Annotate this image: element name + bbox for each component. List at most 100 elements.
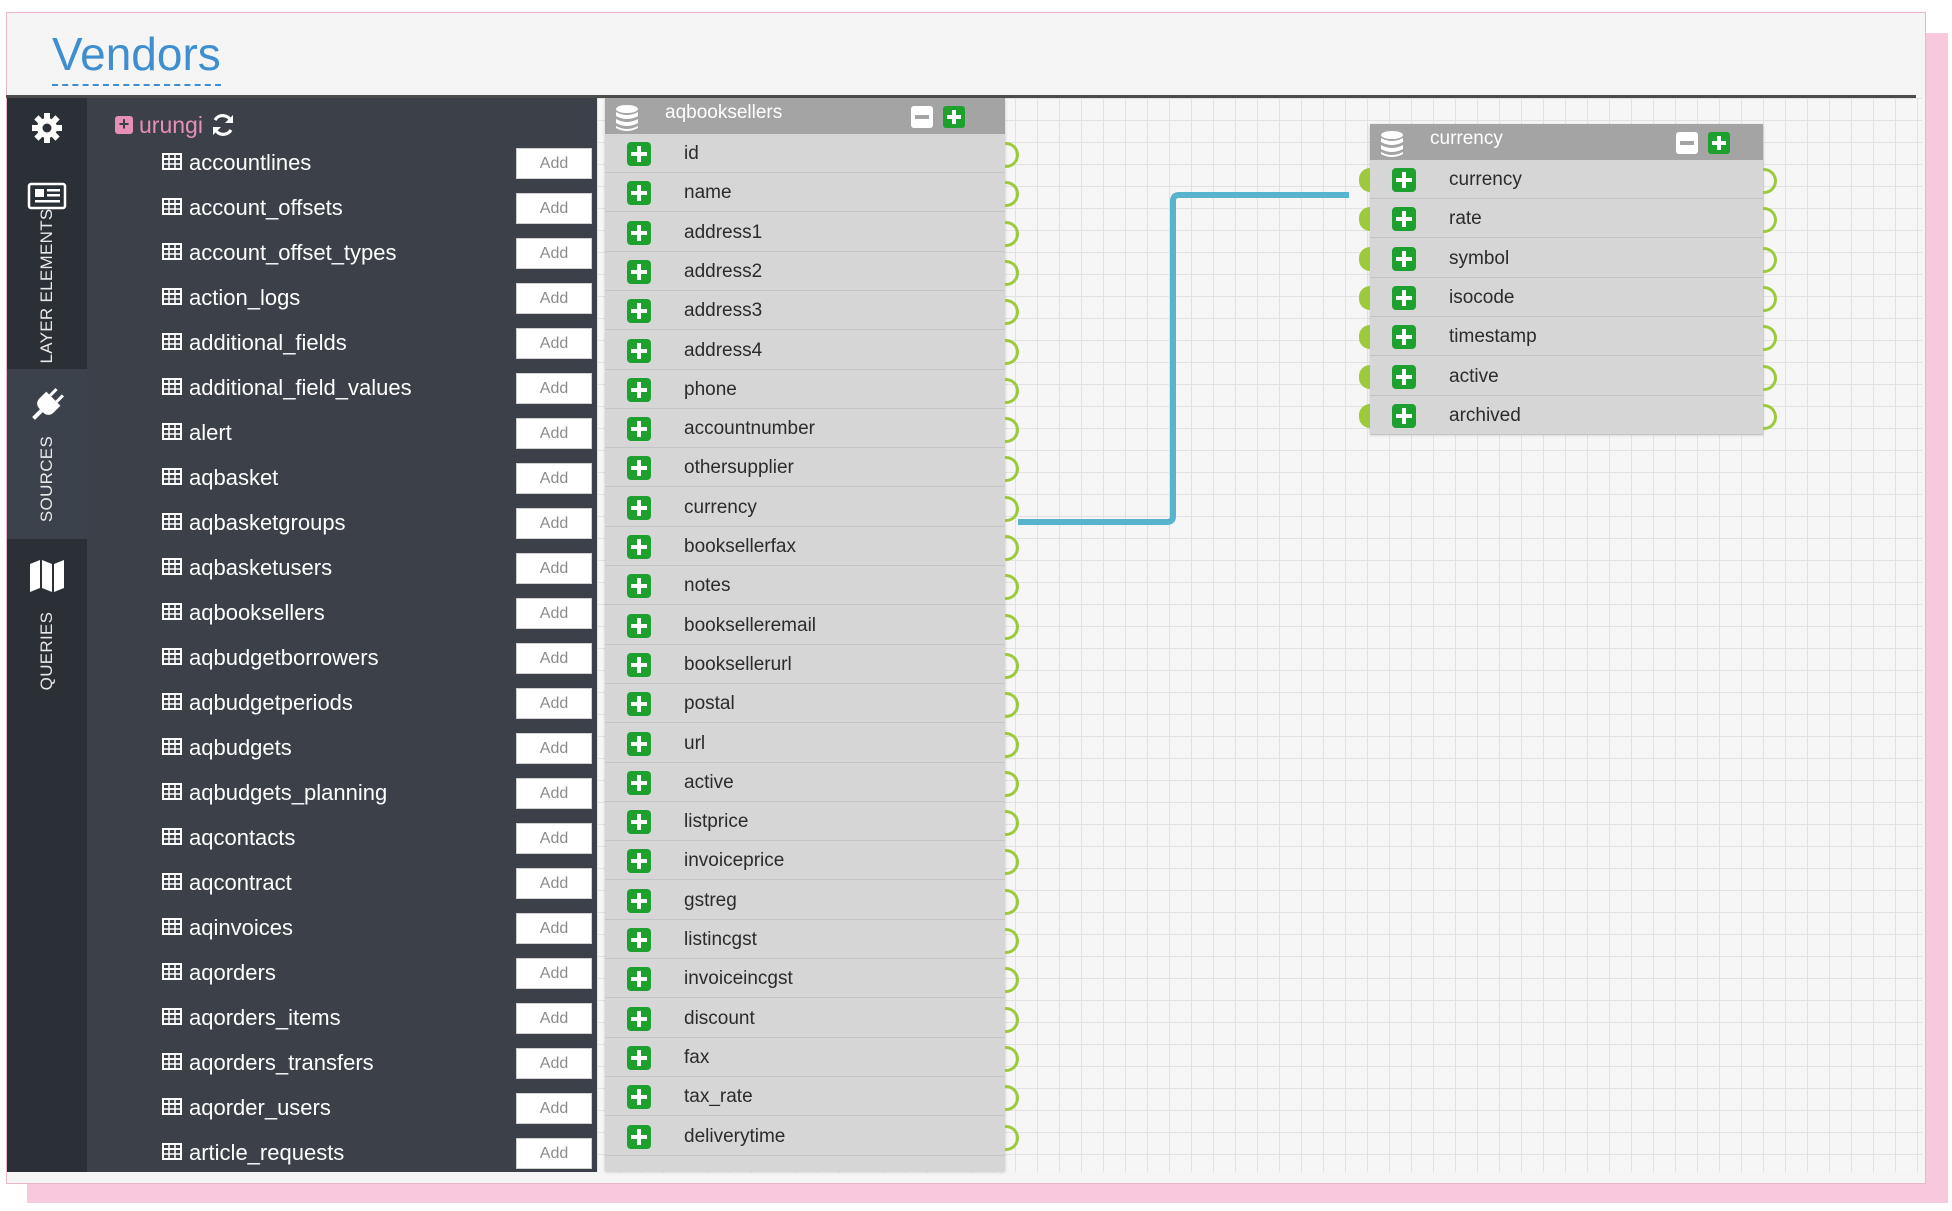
output-port[interactable] xyxy=(1005,299,1019,326)
add-field-button[interactable] xyxy=(1392,285,1416,310)
table-name[interactable]: aqbasketusers xyxy=(189,555,333,580)
table-row[interactable]: alert Add xyxy=(87,414,597,459)
field-row[interactable]: booksellerfax xyxy=(605,527,1019,566)
node-header[interactable]: aqbooksellers xyxy=(605,98,1005,134)
add-table-button[interactable]: Add xyxy=(516,643,592,674)
add-field-button[interactable] xyxy=(627,259,651,284)
add-table-button[interactable]: Add xyxy=(516,373,592,404)
add-all-button[interactable] xyxy=(1708,132,1730,154)
output-port[interactable] xyxy=(1763,168,1777,194)
output-port[interactable] xyxy=(1005,181,1019,208)
field-row[interactable]: active xyxy=(605,762,1019,802)
table-name[interactable]: aqorders_items xyxy=(189,1005,341,1030)
table-name[interactable]: aqbasketgroups xyxy=(189,510,346,535)
add-field-button[interactable] xyxy=(627,220,651,245)
output-port[interactable] xyxy=(1005,888,1019,915)
field-row[interactable]: discount xyxy=(605,998,1019,1038)
field-row[interactable]: deliverytime xyxy=(605,1116,1019,1156)
table-name[interactable]: alert xyxy=(189,420,232,445)
field-row[interactable]: booksellerurl xyxy=(605,644,1019,684)
output-port[interactable] xyxy=(1005,810,1019,837)
table-row[interactable]: additional_fields Add xyxy=(87,324,597,369)
add-table-button[interactable]: Add xyxy=(516,1138,592,1169)
table-name[interactable]: aqcontract xyxy=(189,870,292,895)
input-port[interactable] xyxy=(1359,325,1370,350)
output-port[interactable] xyxy=(1005,456,1019,483)
add-field-button[interactable] xyxy=(1392,403,1416,428)
output-port[interactable] xyxy=(1005,495,1019,522)
table-name[interactable]: aqorders xyxy=(189,960,276,985)
add-field-button[interactable] xyxy=(627,849,651,874)
field-row[interactable]: invoiceprice xyxy=(605,841,1019,881)
table-name[interactable]: aqcontacts xyxy=(189,825,296,850)
add-field-button[interactable] xyxy=(627,181,651,206)
add-table-button[interactable]: Add xyxy=(516,823,592,854)
add-field-button[interactable] xyxy=(627,377,651,402)
add-field-button[interactable] xyxy=(627,338,651,363)
field-row[interactable]: postal xyxy=(605,684,1019,724)
table-name[interactable]: aqorders_transfers xyxy=(189,1050,374,1075)
add-field-button[interactable] xyxy=(627,535,651,559)
queries-tab[interactable]: QUERIES xyxy=(7,539,87,709)
output-port[interactable] xyxy=(1005,692,1019,719)
add-field-button[interactable] xyxy=(627,770,651,795)
add-field-button[interactable] xyxy=(627,967,651,992)
add-field-button[interactable] xyxy=(627,1045,651,1070)
add-table-button[interactable]: Add xyxy=(516,328,592,359)
field-row[interactable]: invoiceincgst xyxy=(605,959,1019,999)
field-row[interactable]: accountnumber xyxy=(605,409,1019,449)
output-port[interactable] xyxy=(1005,1085,1019,1112)
output-port[interactable] xyxy=(1005,417,1019,444)
add-field-button[interactable] xyxy=(1392,168,1416,192)
add-table-button[interactable]: Add xyxy=(516,1093,592,1124)
add-table-button[interactable]: Add xyxy=(516,193,592,224)
add-table-button[interactable]: Add xyxy=(516,418,592,449)
field-row[interactable]: archived xyxy=(1359,395,1777,435)
field-row[interactable]: symbol xyxy=(1359,238,1777,278)
output-port[interactable] xyxy=(1005,849,1019,876)
field-row[interactable]: gstreg xyxy=(605,880,1019,920)
field-row[interactable]: isocode xyxy=(1359,277,1777,317)
table-name[interactable]: aqbasket xyxy=(189,465,279,490)
gear-icon[interactable] xyxy=(27,108,67,148)
field-row[interactable]: currency xyxy=(1359,160,1777,199)
field-row[interactable]: listprice xyxy=(605,802,1019,842)
database-header[interactable]: + urungi xyxy=(115,110,237,140)
table-row[interactable]: aqorders Add xyxy=(87,954,597,999)
output-port[interactable] xyxy=(1005,967,1019,994)
output-port[interactable] xyxy=(1005,652,1019,679)
table-name[interactable]: article_requests xyxy=(189,1140,345,1165)
add-table-button[interactable]: Add xyxy=(516,283,592,314)
field-row[interactable]: id xyxy=(605,134,1019,173)
add-table-button[interactable]: Add xyxy=(516,958,592,989)
node-header[interactable]: currency xyxy=(1370,124,1763,160)
collapse-button[interactable] xyxy=(1676,132,1698,154)
output-port[interactable] xyxy=(1763,325,1777,352)
output-port[interactable] xyxy=(1005,1006,1019,1033)
table-name[interactable]: aqinvoices xyxy=(189,915,293,940)
settings-section[interactable] xyxy=(7,98,87,156)
table-name[interactable]: additional_field_values xyxy=(189,375,412,400)
table-name[interactable]: additional_fields xyxy=(189,330,347,355)
table-row[interactable]: article_requests Add xyxy=(87,1134,597,1179)
add-table-button[interactable]: Add xyxy=(516,598,592,629)
collapse-button[interactable] xyxy=(911,106,933,128)
output-port[interactable] xyxy=(1005,259,1019,286)
add-field-button[interactable] xyxy=(627,574,651,599)
add-field-button[interactable] xyxy=(627,692,651,717)
output-port[interactable] xyxy=(1005,377,1019,404)
input-port[interactable] xyxy=(1359,364,1370,389)
field-row[interactable]: phone xyxy=(605,369,1019,409)
table-name[interactable]: aqbudgetperiods xyxy=(189,690,353,715)
add-field-button[interactable] xyxy=(627,1006,651,1031)
